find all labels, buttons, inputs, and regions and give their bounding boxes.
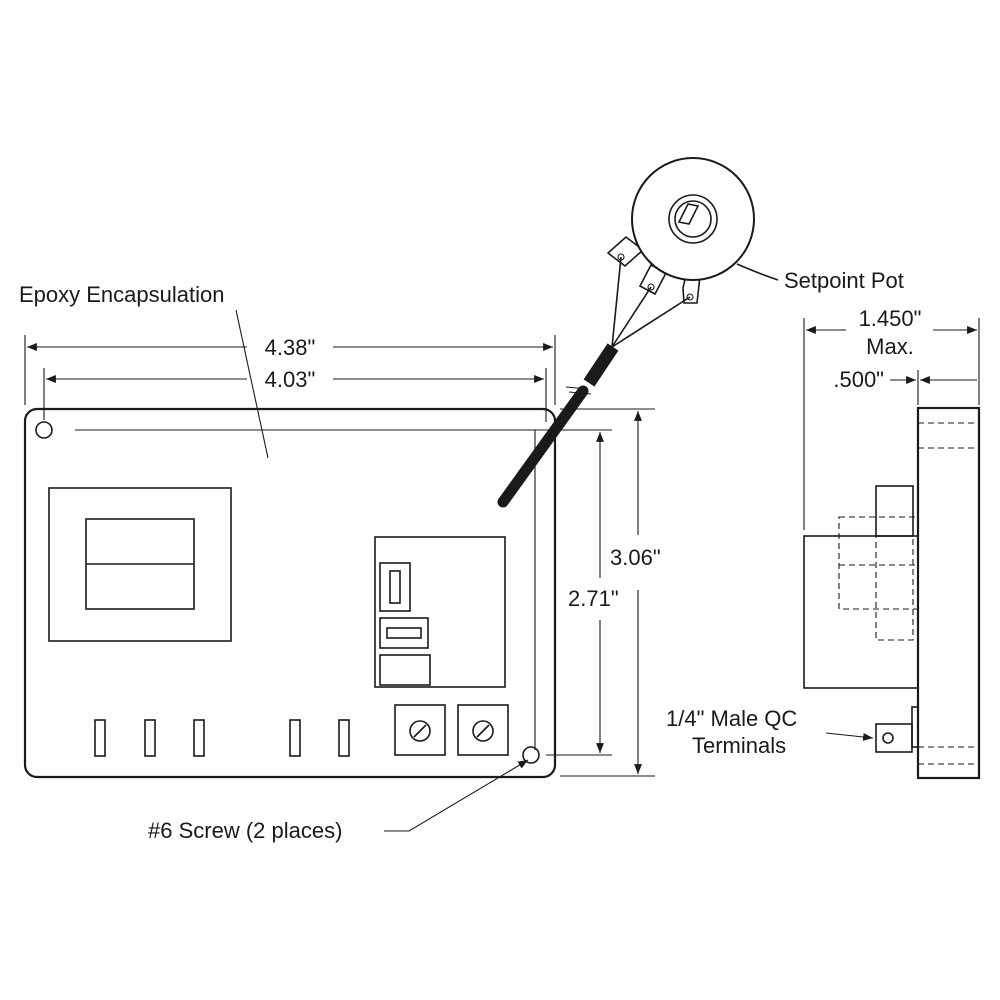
adjust-pot-2: [457, 704, 509, 756]
front-dimensions: [24, 309, 655, 832]
qc-terminal: [875, 723, 913, 753]
module-switch: [379, 562, 411, 612]
module-fuse: [379, 617, 429, 649]
dim-width-inner-label: 4.03": [265, 367, 316, 392]
dim-depth-max-note: Max.: [866, 334, 914, 359]
module-block: [379, 654, 431, 686]
qc-terminals-label-line1: 1/4" Male QC: [666, 706, 797, 731]
side-body: [916, 406, 981, 780]
side-dimensions: [803, 318, 980, 741]
qc-terminals-label-line2: Terminals: [692, 733, 786, 758]
mounting-hole-bottom-right: [522, 746, 540, 764]
mounting-hole-top-left: [35, 421, 53, 439]
screw-label: #6 Screw (2 places): [148, 818, 342, 843]
relay-block: [48, 487, 232, 642]
housing-outline: [23, 407, 557, 779]
side-view: [803, 406, 981, 780]
dim-height-inner-label: 2.71": [568, 586, 619, 611]
control-module: [374, 536, 506, 688]
dim-depth-body-label: .500": [833, 367, 884, 392]
pot-body: [631, 157, 755, 281]
setpoint-pot-label: Setpoint Pot: [784, 268, 904, 293]
dim-height-outer-label: 3.06": [610, 545, 661, 570]
side-relay-profile: [803, 535, 919, 689]
dim-depth-max-label: 1.450": [859, 306, 922, 331]
epoxy-encapsulation-label: Epoxy Encapsulation: [19, 282, 224, 307]
setpoint-pot: [606, 157, 779, 348]
front-view: [23, 343, 619, 779]
dim-width-outer-label: 4.38": [265, 335, 316, 360]
setpoint-cable: [497, 385, 589, 508]
terminal-slots: [94, 719, 350, 757]
adjust-pot-1: [394, 704, 446, 756]
